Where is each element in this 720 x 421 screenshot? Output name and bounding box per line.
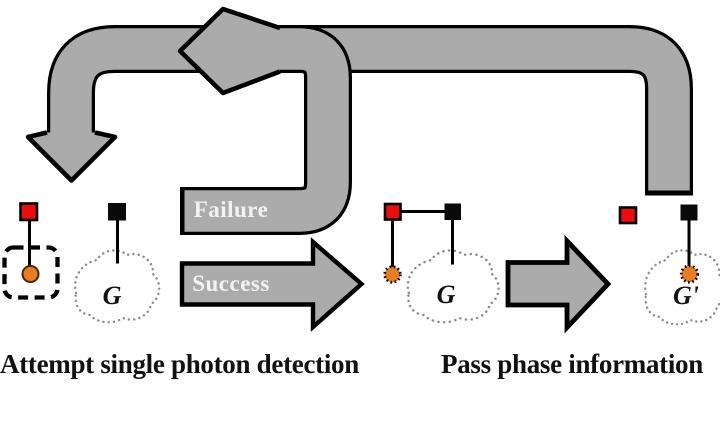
caption-attempt-detection: Attempt single photon detection [0, 349, 359, 379]
graph-cloud-right [644, 249, 720, 326]
node-squares [19, 202, 698, 225]
left-red-square [19, 202, 39, 222]
graph-label-left: G [102, 281, 122, 310]
success-label: Success [192, 271, 270, 296]
connector-lines [28, 210, 691, 268]
pass-phase-arrow [505, 235, 612, 334]
left-photon-circle [21, 265, 40, 283]
return-arrowhead-icon [177, 6, 281, 96]
mid-red-square [383, 202, 402, 221]
right-red-square [618, 206, 638, 225]
mid-black-square [444, 203, 461, 220]
graph-label-middle: G [436, 280, 456, 309]
success-arrow [179, 237, 365, 332]
failure-label: Failure [193, 197, 269, 222]
return-pipe-arrow [240, 25, 693, 196]
graph-cloud-middle [406, 249, 500, 324]
down-arrowhead-icon [25, 130, 118, 183]
right-photon-circle [679, 264, 700, 284]
failure-loop-arrow [47, 25, 352, 235]
caption-pass-phase: Pass phase information [441, 349, 703, 379]
graph-cloud-left [73, 249, 161, 324]
left-black-square [108, 203, 126, 221]
mid-photon-circle [383, 265, 402, 284]
right-black-square [680, 204, 698, 221]
graph-label-right: G' [673, 281, 699, 310]
photon-nodes [21, 264, 700, 284]
